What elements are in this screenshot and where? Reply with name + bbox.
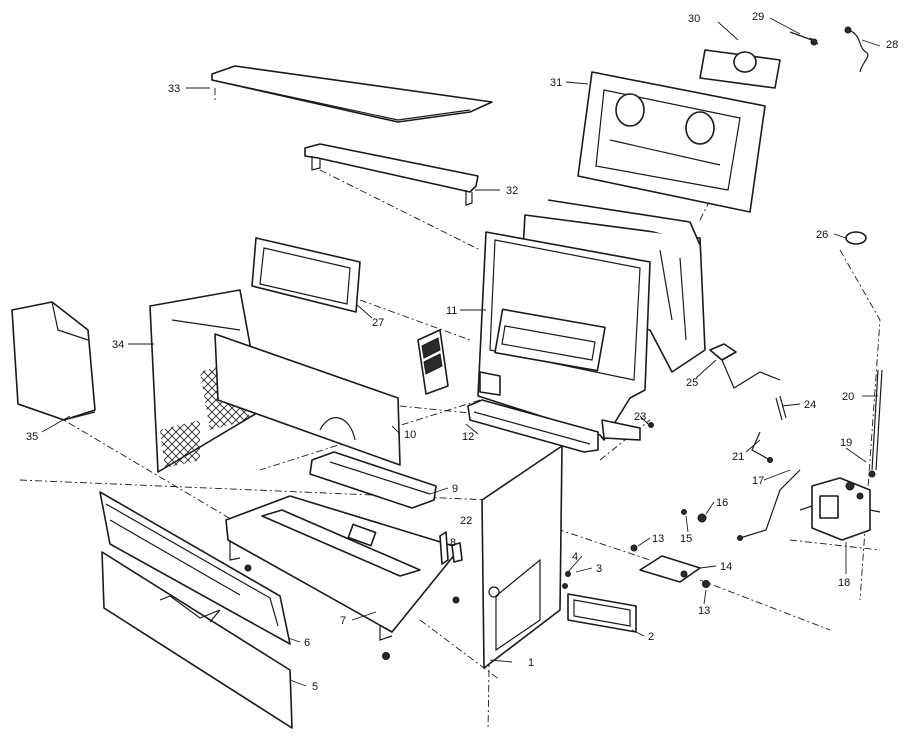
callout-13-upper: 13 bbox=[652, 533, 664, 545]
callout-27: 27 bbox=[372, 317, 384, 329]
part-22-bracket bbox=[439, 531, 449, 565]
callout-21: 21 bbox=[732, 451, 744, 463]
callout-24: 24 bbox=[804, 399, 816, 411]
part-16-nut bbox=[697, 513, 707, 523]
callout-1: 1 bbox=[528, 657, 534, 669]
part-17-pilot-tube bbox=[737, 469, 801, 541]
part-27-window-frame bbox=[251, 237, 361, 313]
callout-31: 31 bbox=[550, 77, 562, 89]
part-7-base-plate bbox=[225, 495, 461, 641]
callout-25: 25 bbox=[686, 377, 698, 389]
callout-2: 2 bbox=[648, 631, 654, 643]
callout-12: 12 bbox=[462, 431, 474, 443]
part-9-shelf bbox=[309, 451, 437, 509]
callout-labels: 33 32 31 30 29 28 11 12 27 34 35 10 9 7 … bbox=[26, 11, 898, 693]
part-2-small-door bbox=[567, 593, 637, 633]
part-11-firebox bbox=[477, 199, 706, 441]
callout-35: 35 bbox=[26, 431, 38, 443]
part-34-side-panel bbox=[149, 289, 263, 473]
callout-6: 6 bbox=[304, 637, 310, 649]
part-18-gas-valve bbox=[799, 477, 881, 541]
callout-5: 5 bbox=[312, 681, 318, 693]
callout-16: 16 bbox=[716, 497, 728, 509]
callout-34: 34 bbox=[112, 339, 124, 351]
screw-set bbox=[244, 564, 460, 660]
part-30-bracket bbox=[699, 49, 781, 89]
part-26-knob bbox=[845, 231, 867, 245]
part-10-inner-panel bbox=[214, 333, 401, 466]
part-20-sensor-rod bbox=[871, 369, 883, 471]
callout-4: 4 bbox=[572, 551, 578, 563]
callout-26: 26 bbox=[816, 229, 828, 241]
callout-30: 30 bbox=[688, 13, 700, 25]
callout-10: 10 bbox=[404, 429, 416, 441]
callout-23: 23 bbox=[634, 411, 646, 423]
callout-22: 22 bbox=[460, 515, 472, 527]
callout-8: 8 bbox=[450, 537, 456, 549]
callout-29: 29 bbox=[752, 11, 764, 23]
callout-19: 19 bbox=[840, 437, 852, 449]
callout-18: 18 bbox=[838, 577, 850, 589]
part-25-pilot-assembly bbox=[709, 343, 781, 389]
part-13-screws bbox=[630, 544, 710, 588]
callout-11: 11 bbox=[446, 305, 457, 317]
part-23-screw bbox=[648, 422, 654, 428]
part-29-clip bbox=[789, 31, 819, 46]
part-8-bracket bbox=[451, 542, 463, 563]
part-6-lower-front bbox=[99, 491, 291, 645]
callout-28: 28 bbox=[886, 39, 898, 51]
part-35-side-cabinet bbox=[11, 301, 96, 421]
part-12-burner bbox=[467, 399, 599, 453]
part-5-kick-panel bbox=[101, 551, 293, 729]
part-4-fastener bbox=[562, 583, 568, 589]
callout-3: 3 bbox=[596, 563, 602, 575]
callout-13-lower: 13 bbox=[698, 605, 710, 617]
part-28-thermocouple-wire bbox=[844, 26, 869, 73]
louvre-insert bbox=[417, 329, 449, 395]
part-1-side-door bbox=[481, 445, 563, 669]
part-15-fitting bbox=[681, 509, 687, 515]
callout-14: 14 bbox=[720, 561, 732, 573]
part-19-sensor-tip bbox=[868, 470, 876, 478]
callout-32: 32 bbox=[506, 185, 518, 197]
part-21-tube bbox=[751, 431, 773, 463]
callout-33: 33 bbox=[168, 83, 180, 95]
part-14-bracket bbox=[639, 555, 701, 583]
part-24-tube bbox=[775, 395, 787, 421]
leader-lines bbox=[41, 17, 881, 687]
callout-9: 9 bbox=[452, 483, 458, 495]
part-31-back-shield bbox=[577, 71, 766, 213]
callout-17: 17 bbox=[752, 475, 764, 487]
part-3-fastener bbox=[565, 571, 571, 577]
part-32-top-rail bbox=[304, 143, 479, 206]
callout-15: 15 bbox=[680, 533, 692, 545]
part-33-top-panel bbox=[211, 65, 493, 123]
callout-20: 20 bbox=[842, 391, 854, 403]
callout-7: 7 bbox=[340, 615, 346, 627]
